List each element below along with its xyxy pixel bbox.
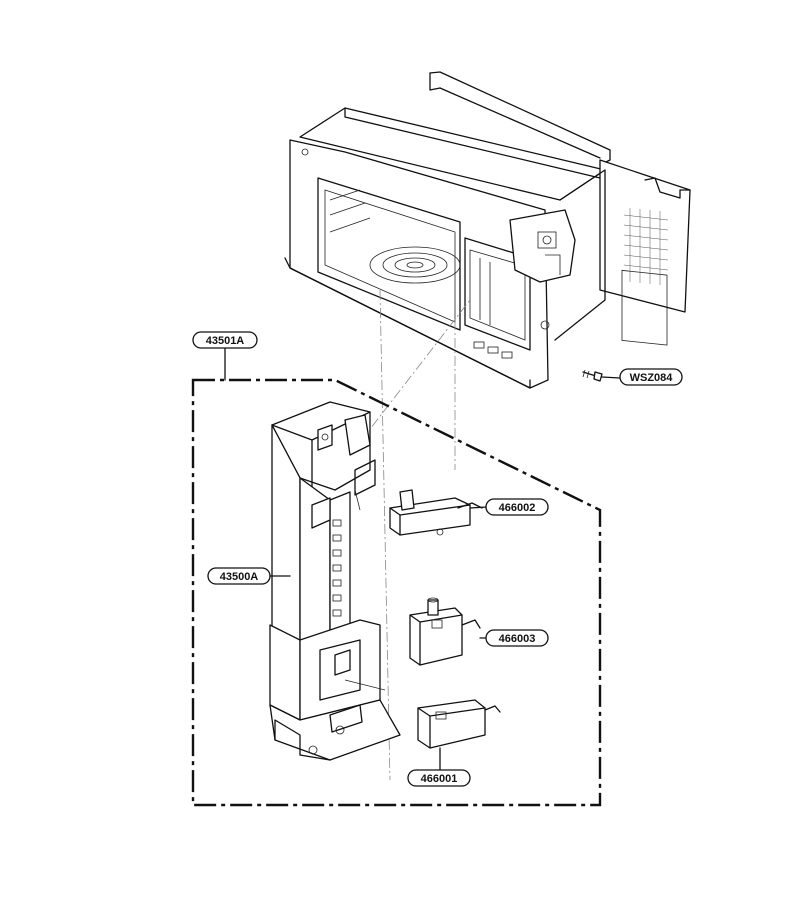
callout-label: 466002 <box>499 502 536 514</box>
latch-board <box>269 401 401 761</box>
callout-label: 466003 <box>499 633 536 645</box>
latch-teeth <box>332 519 342 617</box>
callout-label: 43501A <box>206 335 245 347</box>
callout-466001: 466001 <box>407 769 471 787</box>
callout-label: WSZ084 <box>630 372 674 384</box>
callout-label: 466001 <box>421 773 458 785</box>
callout-466003: 466003 <box>485 629 549 647</box>
assembly-boundary-43501A <box>191 378 602 807</box>
callout-WSZ084: WSZ084 <box>619 368 683 386</box>
vent-grille <box>621 269 668 346</box>
callout-466002: 466002 <box>485 498 549 516</box>
microwave-cavity <box>284 71 691 389</box>
callout-43500A: 43500A <box>207 567 271 585</box>
callout-label: 43500A <box>220 571 259 583</box>
screw-wsz084 <box>582 369 621 382</box>
switch-466002 <box>389 489 488 536</box>
callout-43501A: 43501A <box>192 331 258 349</box>
switch-466003 <box>409 597 488 666</box>
turntable <box>369 246 461 284</box>
vent-grille-lines <box>623 208 669 285</box>
switch-466001 <box>417 699 501 771</box>
